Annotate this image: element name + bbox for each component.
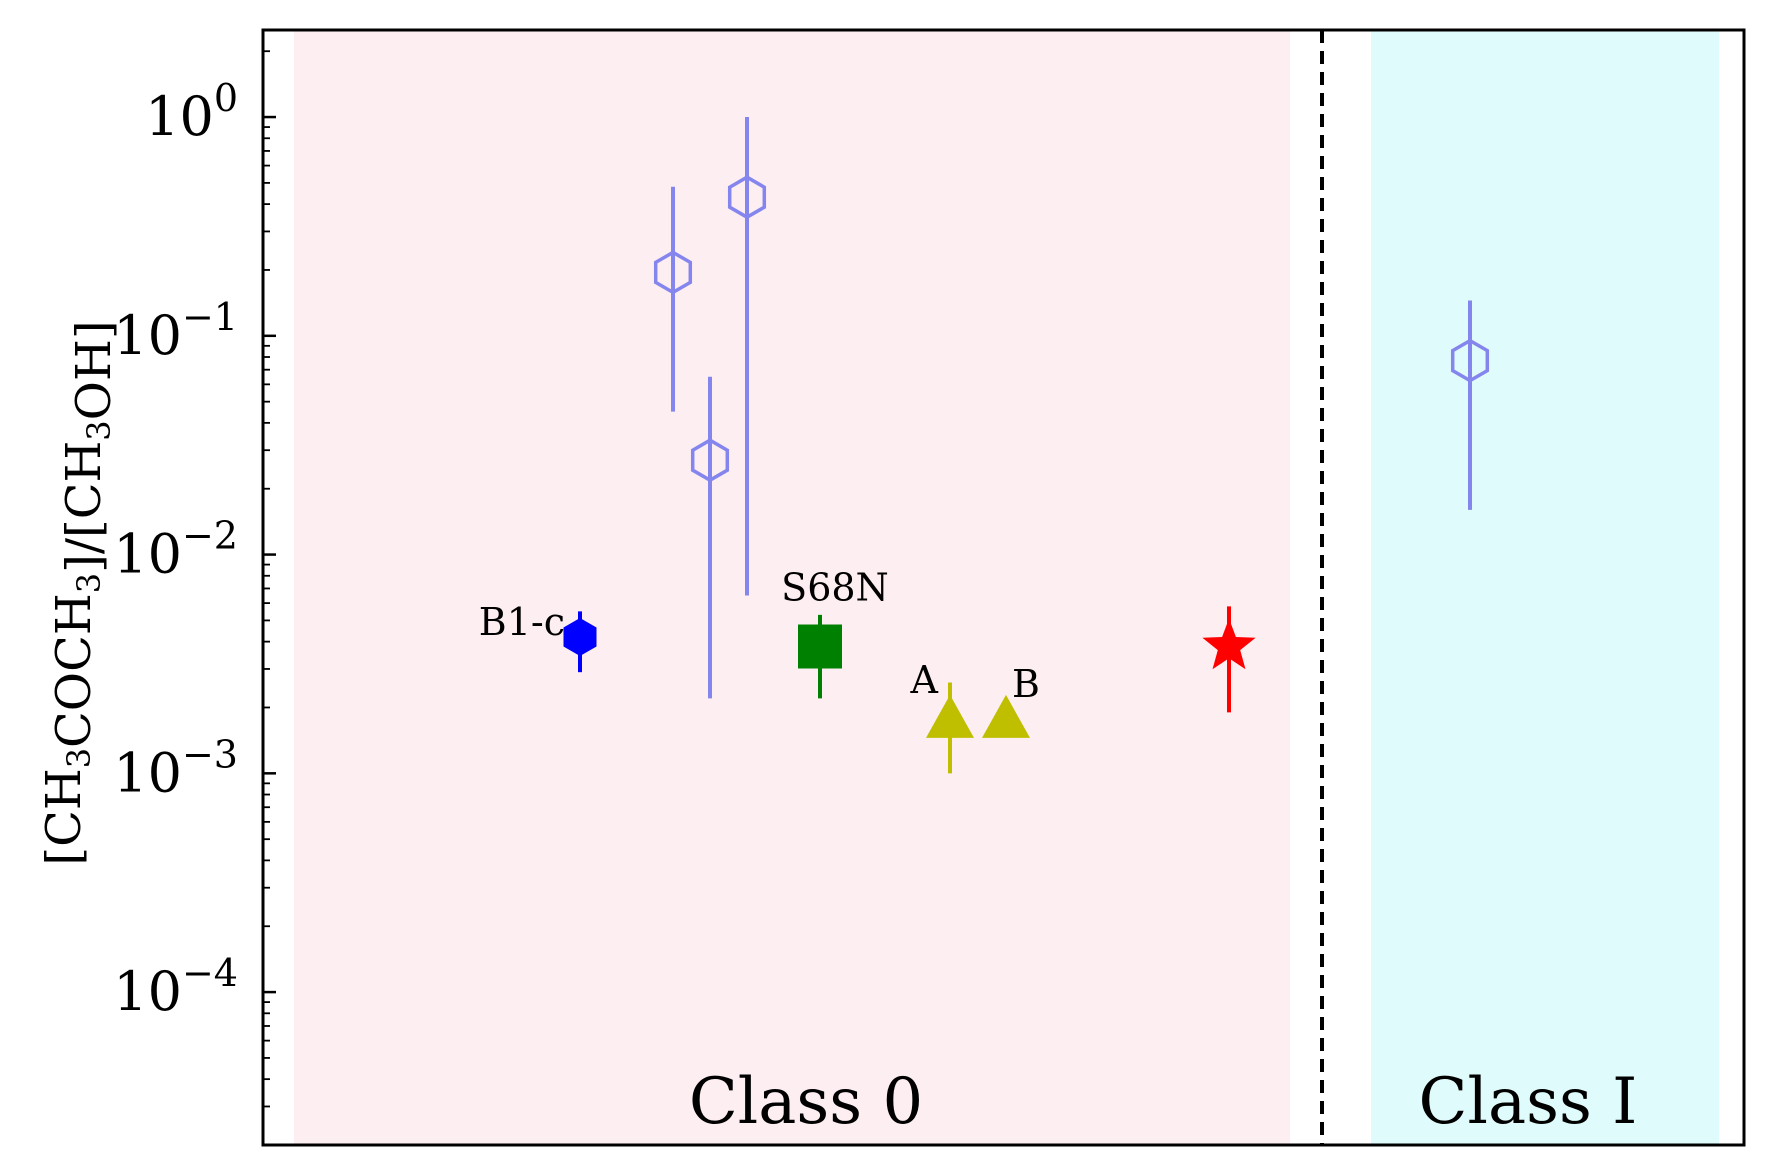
y-tick-label: 10−3 <box>113 732 238 804</box>
y-axis-label: [CH3COCH3]/[CH3OH] <box>36 320 122 865</box>
data-point-hexagon <box>563 618 597 656</box>
data-point-hexagon-open <box>690 438 730 483</box>
data-point-triangle <box>926 694 974 738</box>
background-regions <box>294 30 1719 1145</box>
region-class-i <box>1371 30 1719 1145</box>
y-tick-label: 10−4 <box>113 951 238 1023</box>
point-labels: Class 0 Class I B1-c S68N A B <box>479 565 1638 1139</box>
point-label: B1-c <box>479 600 565 644</box>
region-class-0 <box>294 30 1290 1145</box>
plot-frame <box>261 28 1746 1147</box>
axes: 100 10−1 10−2 10−3 10−4 [CH3COCH3]/[CH3OH] <box>36 28 1746 1147</box>
point-label: B <box>1012 662 1040 706</box>
data-point-hexagon-open <box>727 175 767 220</box>
data-point-square <box>798 624 842 669</box>
data-point-hexagon-open <box>1450 338 1490 383</box>
y-tick-label: 10−2 <box>113 514 238 586</box>
region-label: Class 0 <box>689 1065 923 1139</box>
data-markers <box>563 175 1490 738</box>
point-label: A <box>910 658 939 702</box>
data-point-hexagon-open <box>653 250 693 295</box>
data-point-star <box>1202 618 1256 670</box>
y-tick-label: 100 <box>145 76 238 148</box>
y-tick-label: 10−1 <box>113 295 238 367</box>
region-label: Class I <box>1419 1065 1638 1139</box>
data-point-triangle <box>982 694 1030 738</box>
point-label: S68N <box>781 565 889 609</box>
